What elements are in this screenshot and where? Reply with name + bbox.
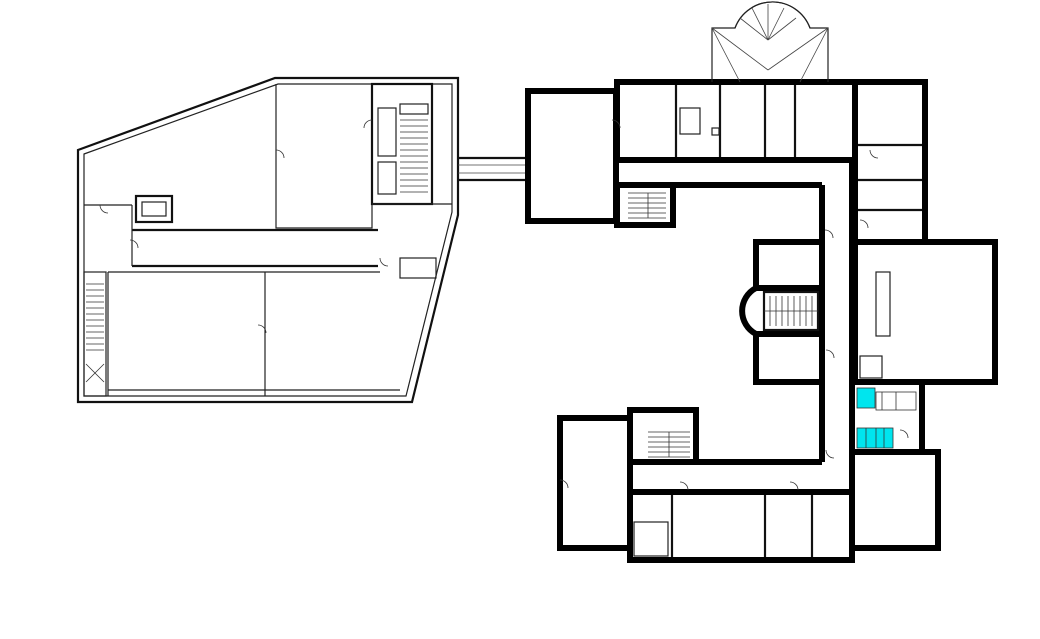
west-building xyxy=(76,76,460,404)
core-stair-treads xyxy=(400,119,428,193)
great-hall-stage xyxy=(875,271,891,337)
door-arc-3 xyxy=(99,204,109,214)
door-arc-1 xyxy=(275,149,285,159)
small-room-north xyxy=(679,107,701,135)
south-west-pavilion xyxy=(557,415,633,551)
west-pavilion xyxy=(525,88,619,224)
west-stair-treads xyxy=(85,283,105,383)
west-stair-core xyxy=(83,271,107,397)
central-stair-treads xyxy=(764,296,818,326)
restroom-upper xyxy=(856,387,876,409)
central-room-south xyxy=(753,331,825,385)
north-stair-treads xyxy=(628,192,666,219)
historic-building xyxy=(525,1,998,563)
north-wing xyxy=(614,79,858,163)
core-shaft-a xyxy=(377,107,397,157)
north-stair-hall xyxy=(614,182,676,228)
central-apse xyxy=(739,285,758,337)
upper-hall-wall xyxy=(275,84,373,229)
connecting-bridge xyxy=(458,156,528,182)
core-shaft-b xyxy=(377,161,397,195)
south-small-room xyxy=(633,521,669,557)
restroom-lower xyxy=(856,427,894,449)
core-stair-landing xyxy=(399,103,429,115)
door-arc-6 xyxy=(379,257,389,267)
door-arc-4 xyxy=(129,239,139,249)
restroom-cubicle-lines xyxy=(865,392,897,448)
historic-doors xyxy=(559,119,909,491)
south-wing xyxy=(627,489,855,563)
west-building-inner-outline xyxy=(83,83,453,397)
door-arc-5 xyxy=(363,119,373,129)
south-stair-treads xyxy=(648,431,690,458)
east-core-lower xyxy=(399,257,437,279)
lift-box xyxy=(134,194,174,224)
great-hall-lobby xyxy=(859,355,883,379)
north-apse xyxy=(711,1,829,83)
lift-cabin xyxy=(141,201,167,217)
door-arc-2 xyxy=(257,324,267,334)
south-east-block xyxy=(849,449,941,551)
south-stair-tower xyxy=(627,407,699,465)
shaft-north xyxy=(711,127,720,136)
west-building-outline xyxy=(76,76,460,404)
central-room-north xyxy=(753,239,825,291)
north-east-block xyxy=(852,79,928,245)
